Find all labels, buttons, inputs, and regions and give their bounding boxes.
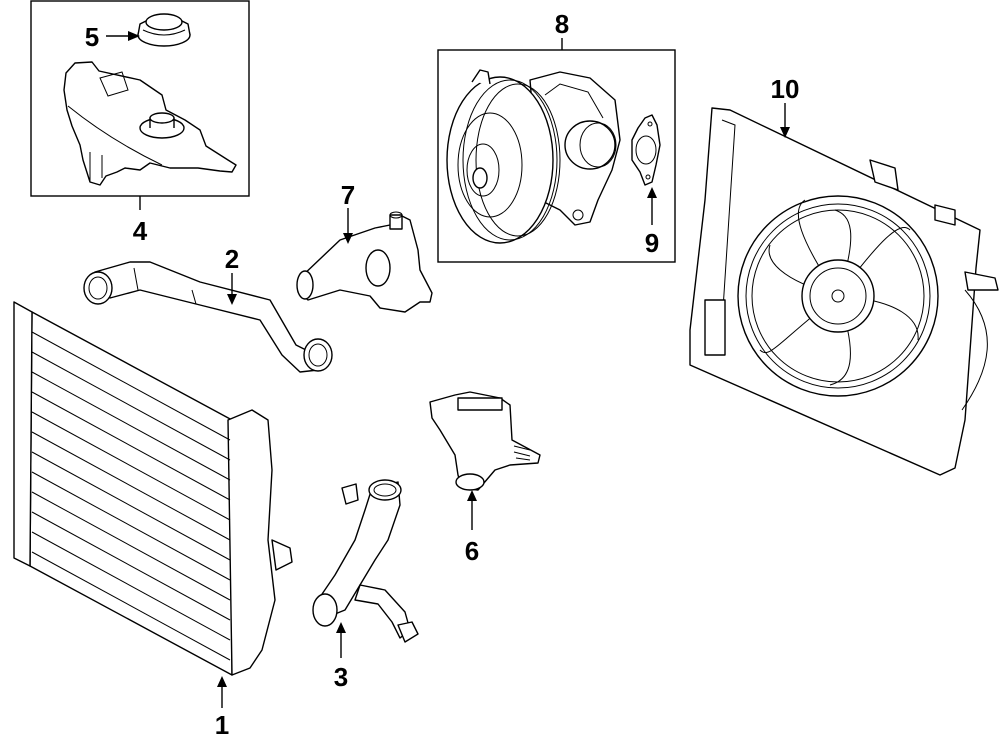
callout-5[interactable]: 5 xyxy=(85,22,99,52)
arrow-7 xyxy=(343,233,353,244)
upper-radiator-hose-part[interactable] xyxy=(83,261,333,373)
reservoir-cap-part[interactable] xyxy=(137,13,191,47)
radiator-part[interactable] xyxy=(13,301,293,676)
arrow-2 xyxy=(227,294,237,305)
arrow-10 xyxy=(780,127,790,138)
callout-labels: 1 2 3 4 5 6 7 8 9 10 xyxy=(85,9,800,737)
thermostat-housing-part[interactable] xyxy=(429,391,541,491)
cooling-fan-assembly-part[interactable] xyxy=(689,107,999,476)
arrow-6 xyxy=(467,490,477,501)
callout-8[interactable]: 8 xyxy=(555,9,569,39)
water-pump-gasket-part[interactable] xyxy=(631,114,661,186)
leader-lines xyxy=(106,31,790,708)
arrow-3 xyxy=(336,622,346,633)
water-outlet-housing-part[interactable] xyxy=(296,211,433,313)
radiator-fins xyxy=(31,331,231,661)
callout-2[interactable]: 2 xyxy=(225,244,239,274)
arrow-5 xyxy=(128,31,140,41)
lower-radiator-hose-part[interactable] xyxy=(312,479,419,643)
callout-10[interactable]: 10 xyxy=(771,74,800,104)
callout-9[interactable]: 9 xyxy=(645,228,659,258)
callout-4[interactable]: 4 xyxy=(133,216,148,246)
arrow-9 xyxy=(647,187,657,198)
callout-3[interactable]: 3 xyxy=(334,662,348,692)
coolant-reservoir-part[interactable] xyxy=(63,61,237,186)
callout-1[interactable]: 1 xyxy=(215,710,229,737)
water-pump-group-box xyxy=(437,49,676,263)
arrow-1 xyxy=(217,676,227,687)
water-pump-part[interactable] xyxy=(446,69,621,244)
callout-6[interactable]: 6 xyxy=(465,536,479,566)
callout-7[interactable]: 7 xyxy=(341,180,355,210)
